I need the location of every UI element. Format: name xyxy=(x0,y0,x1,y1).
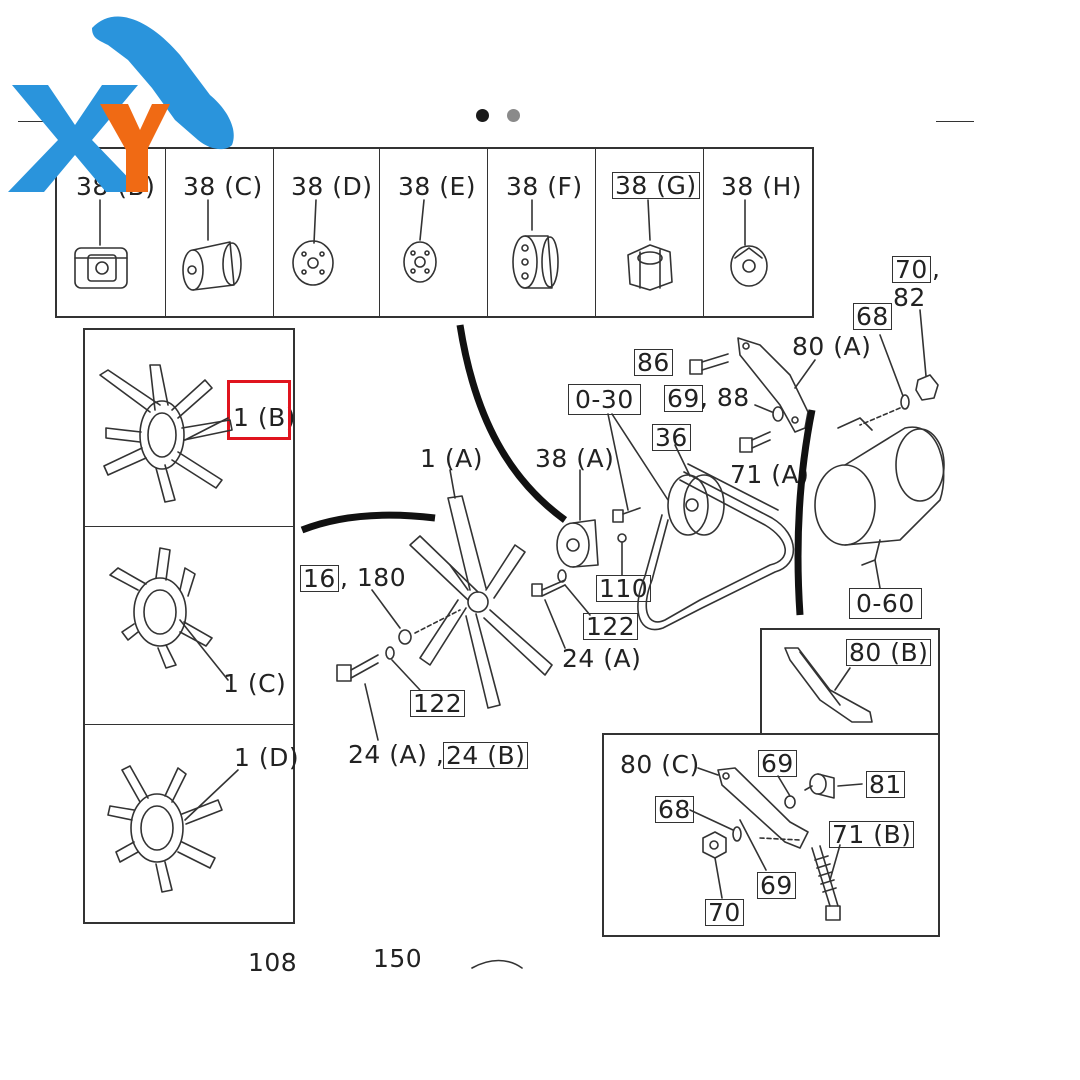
fan-variants-panel xyxy=(83,328,295,924)
part-bolt-24a xyxy=(531,579,566,597)
top-right-rule xyxy=(936,121,974,122)
bracket-c-panel xyxy=(602,733,940,937)
label-24b: 24 (B) xyxy=(443,742,529,769)
label-1d: 1 (D) xyxy=(234,743,300,772)
label-1c: 1 (C) xyxy=(223,669,287,698)
label-108: 108 xyxy=(248,948,298,977)
top-row-panel xyxy=(55,147,814,318)
part-bolt-24a-lower xyxy=(336,654,379,682)
label-0-30: 0-30 xyxy=(568,384,641,415)
label-71b: 71 (B) xyxy=(829,821,915,848)
label-1a: 1 (A) xyxy=(420,444,483,473)
label-69-upper: 69 xyxy=(664,385,703,412)
label-68-upper: 68 xyxy=(853,303,892,330)
section-curve-left xyxy=(300,511,436,534)
label-70-upper: 70 xyxy=(892,256,931,283)
label-80b: 80 (B) xyxy=(846,639,932,666)
label-69-top: 69 xyxy=(758,750,797,777)
part-alternator xyxy=(814,417,945,589)
logo-letter-y xyxy=(100,104,170,192)
section-curve-upper xyxy=(456,324,568,523)
label-38g: 38 (G) xyxy=(612,172,700,199)
label-38h: 38 (H) xyxy=(721,172,803,201)
label-68-lower: 68 xyxy=(655,796,694,823)
label-70-comma: , xyxy=(932,254,941,283)
label-16: 16 xyxy=(300,565,339,592)
label-180: , 180 xyxy=(340,563,407,592)
label-38d: 38 (D) xyxy=(291,172,373,201)
brand-logo xyxy=(8,16,234,192)
part-pulley-36 xyxy=(667,444,725,536)
label-24a-right: 24 (A) xyxy=(562,644,642,673)
label-71a: 71 (A) xyxy=(730,460,810,489)
label-36: 36 xyxy=(652,424,691,451)
label-82: 82 xyxy=(893,283,926,312)
label-24a-bottom: 24 (A) , xyxy=(348,740,445,769)
section-curve-right xyxy=(794,409,816,616)
highlight-1b xyxy=(227,380,291,440)
label-0-60: 0-60 xyxy=(849,588,922,619)
part-fan-1a xyxy=(409,469,553,709)
label-122-left: 122 xyxy=(410,690,466,717)
top-left-rule xyxy=(18,121,58,122)
label-86: 86 xyxy=(634,349,673,376)
label-38e: 38 (E) xyxy=(398,172,477,201)
label-69-bottom: 69 xyxy=(757,872,796,899)
label-81: 81 xyxy=(866,771,905,798)
label-38f: 38 (F) xyxy=(506,172,583,201)
label-122-right: 122 xyxy=(583,613,639,640)
label-38a: 38 (A) xyxy=(535,444,615,473)
label-80a: 80 (A) xyxy=(792,332,872,361)
carousel-dot-1[interactable] xyxy=(476,109,489,122)
part-38a-pulley xyxy=(556,469,599,568)
label-150: 150 xyxy=(373,944,423,973)
label-88: , 88 xyxy=(700,383,750,412)
label-110: 110 xyxy=(596,575,652,602)
label-70-lower: 70 xyxy=(705,899,744,926)
label-1b: 1 (B) xyxy=(233,403,297,432)
label-80c: 80 (C) xyxy=(620,750,700,779)
label-38c: 38 (C) xyxy=(183,172,263,201)
carousel-dot-2[interactable] xyxy=(507,109,520,122)
logo-excavator-arm-icon xyxy=(92,16,234,150)
